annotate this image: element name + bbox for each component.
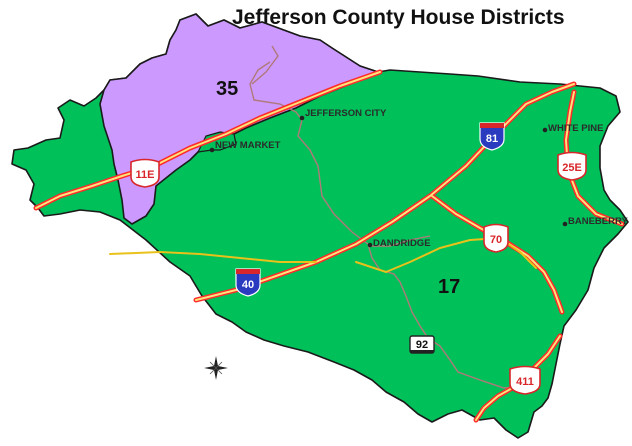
us-411-shield: 411 xyxy=(509,365,541,395)
city-dot xyxy=(299,115,305,121)
city-white-pine[interactable]: WHITE PINE xyxy=(542,123,604,134)
interstate-40-number: 40 xyxy=(242,279,254,291)
city-baneberry[interactable]: BANEBERRY xyxy=(562,216,629,227)
us-11e-shield: 11E xyxy=(130,158,160,188)
city-label-jefferson-city: JEFFERSON CITY xyxy=(305,108,387,119)
interstate-81-number: 81 xyxy=(486,133,498,145)
us-70-shield: 70 xyxy=(483,223,509,253)
us-25e-shield: 25E xyxy=(557,151,587,181)
interstate-40-shield: 40 xyxy=(235,268,261,297)
city-dandridge[interactable]: DANDRIDGE xyxy=(367,238,431,249)
interstate-81-shield: 81 xyxy=(479,122,505,151)
compass-rose-icon xyxy=(204,356,228,380)
sr-92-number: 92 xyxy=(416,339,428,351)
city-label-white-pine: WHITE PINE xyxy=(548,123,603,134)
us-70-number: 70 xyxy=(490,234,502,246)
city-label-new-market: NEW MARKET xyxy=(215,140,281,151)
city-dot xyxy=(367,242,373,248)
us-11e-number: 11E xyxy=(136,169,155,181)
sr-92-shield: 92 xyxy=(409,335,435,354)
district-17-label: 17 xyxy=(438,276,460,298)
us-25e-number: 25E xyxy=(562,162,582,174)
city-jefferson-city[interactable]: JEFFERSON CITY xyxy=(299,108,387,121)
city-label-dandridge: DANDRIDGE xyxy=(373,238,431,249)
map-title: Jefferson County House Districts xyxy=(232,6,565,29)
city-dot xyxy=(542,127,548,133)
city-label-baneberry: BANEBERRY xyxy=(568,216,628,227)
city-new-market[interactable]: NEW MARKET xyxy=(209,140,281,153)
us-411-number: 411 xyxy=(516,376,534,388)
city-dot xyxy=(562,221,568,227)
district-35-area[interactable] xyxy=(99,13,379,225)
city-dot xyxy=(209,147,215,153)
district-35-label: 35 xyxy=(216,78,238,100)
